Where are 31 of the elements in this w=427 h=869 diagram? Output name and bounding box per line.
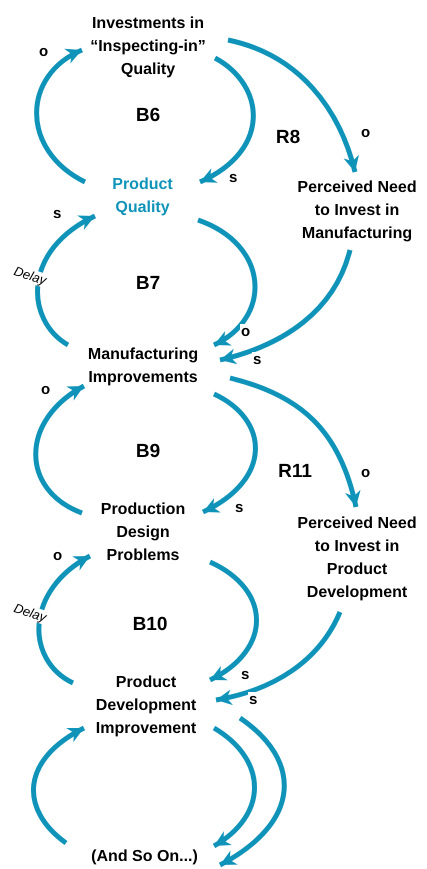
arrow (216, 610, 342, 705)
delay-label: Delay (11, 600, 49, 626)
node-label: Product Quality (111, 175, 174, 218)
loop-label: B7 (136, 274, 160, 294)
arrow (218, 716, 286, 868)
arrow (202, 392, 258, 514)
delay-label: Delay (11, 264, 49, 288)
arrow (31, 726, 86, 845)
arrow (219, 249, 352, 364)
arrow (33, 384, 86, 516)
arrow (227, 38, 358, 173)
node-label: Perceived Need to Invest in Product Development (296, 514, 418, 603)
arrow (229, 376, 360, 508)
loop-label: R11 (278, 462, 312, 482)
loop-label: B6 (136, 106, 160, 126)
arrow (198, 56, 256, 184)
node-label: Investments in “Inspecting-in” Quality (89, 14, 207, 80)
arrow (197, 218, 258, 348)
arrow (36, 554, 92, 686)
arrow (212, 726, 257, 848)
loop-label: B10 (132, 615, 168, 635)
node-label: Product Development Improvement (94, 672, 198, 738)
loop-label: B9 (136, 442, 160, 462)
arrow (35, 214, 96, 348)
node-label: (And So On...) (91, 846, 198, 866)
node-label: Production Design Problems (100, 500, 186, 566)
loop-label: R8 (276, 128, 300, 148)
node-label: Manufacturing Improvements (86, 345, 200, 388)
arrow (208, 560, 259, 682)
node-label: Perceived Need to Invest in Manufacturing (296, 178, 418, 244)
arrow (34, 48, 86, 184)
